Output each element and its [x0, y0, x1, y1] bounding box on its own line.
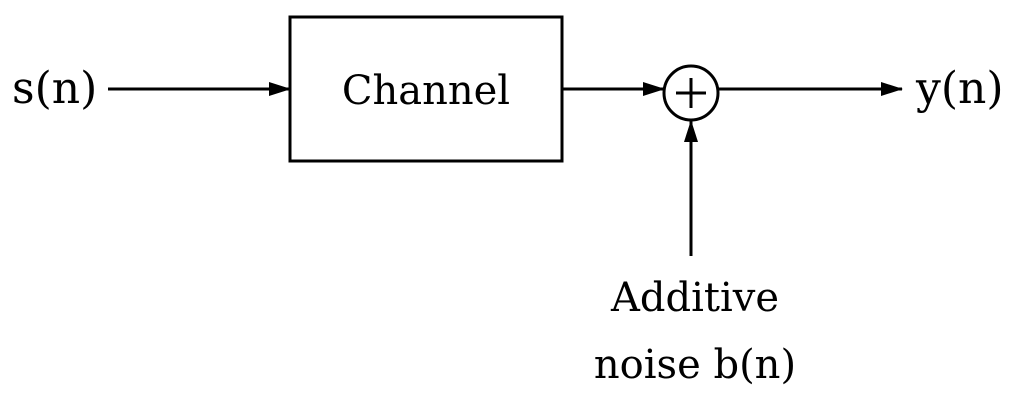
output-signal-label: y(n)	[915, 63, 1004, 114]
input-signal-label: s(n)	[12, 63, 97, 114]
channel-block-label: Channel	[342, 68, 510, 114]
noise-label-line1: Additive	[610, 275, 779, 321]
noise-label-line2: noise b(n)	[594, 342, 796, 388]
summer-junction	[662, 64, 720, 122]
